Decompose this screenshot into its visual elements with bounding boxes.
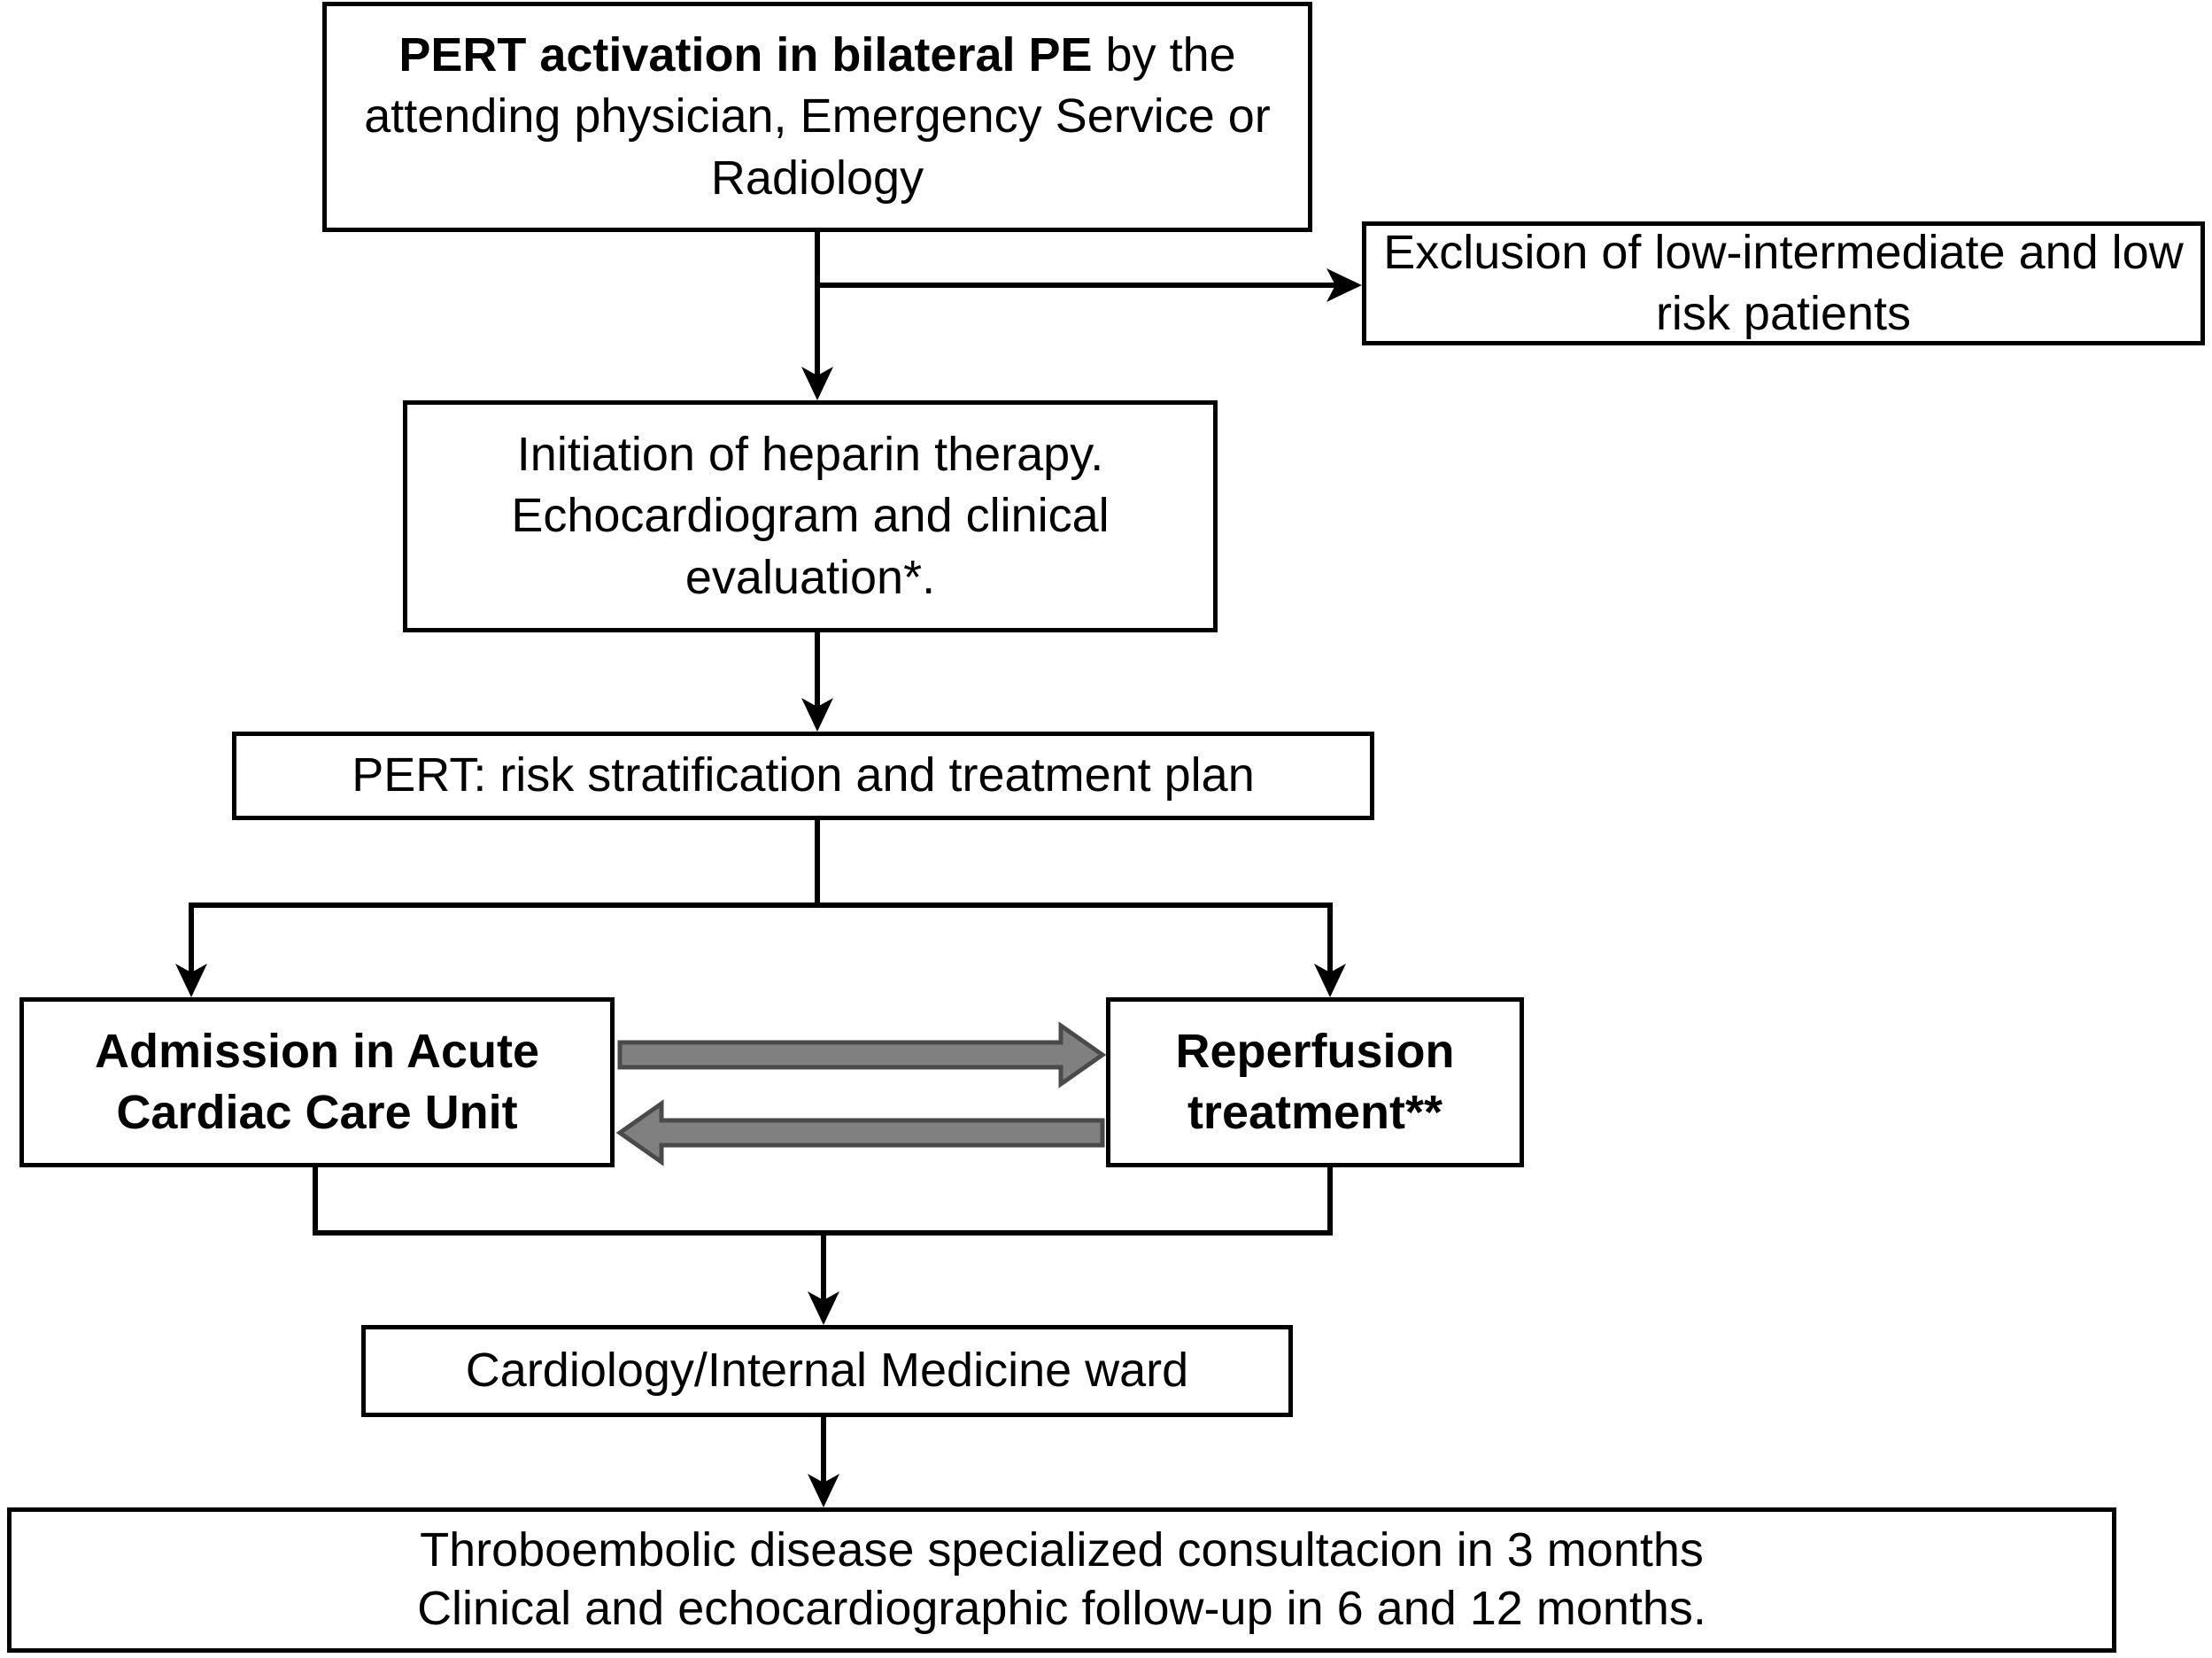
node-acute-cardiac-care-unit[interactable]: Admission in Acute Cardiac Care Unit: [19, 997, 615, 1167]
connector-accu-to-reperfusion-gray-arrow: [617, 1021, 1107, 1089]
connector-heparin-to-risk: [801, 632, 833, 732]
node-ward-text: Cardiology/Internal Medicine ward: [465, 1344, 1189, 1398]
node-reperfusion-treatment-text: Reperfusion treatment**: [1175, 1024, 1455, 1139]
node-reperfusion-treatment[interactable]: Reperfusion treatment**: [1106, 997, 1524, 1167]
node-exclusion-low-intermediate-risk[interactable]: Exclusion of low-intermediate and low ri…: [1362, 221, 2205, 345]
connector-pert-to-exclusion: [817, 268, 1362, 302]
connector-reperfusion-to-accu-gray-arrow: [615, 1099, 1105, 1166]
node-risk-stratification[interactable]: PERT: risk stratification and treatment …: [232, 732, 1374, 820]
node-followup-consultation[interactable]: Throboembolic disease specialized consul…: [7, 1507, 2116, 1653]
connector-pert-to-heparin: [801, 232, 833, 400]
node-acute-cardiac-care-unit-text: Admission in Acute Cardiac Care Unit: [94, 1024, 540, 1139]
node-pert-activation[interactable]: PERT activation in bilateral PE by the a…: [322, 2, 1312, 232]
node-followup-text: Throboembolic disease specialized consul…: [417, 1523, 1706, 1635]
connector-merge-to-ward: [313, 1167, 1333, 1325]
node-cardiology-internal-medicine-ward[interactable]: Cardiology/Internal Medicine ward: [361, 1325, 1293, 1417]
node-exclusion-text: Exclusion of low-intermediate and low ri…: [1383, 225, 2184, 340]
node-pert-activation-rest: by the attending physician, Emergency Se…: [364, 28, 1271, 205]
node-heparin-text: Initiation of heparin therapy. Echocardi…: [511, 428, 1110, 604]
connector-risk-to-branches: [175, 820, 1346, 997]
node-risk-stratification-text: PERT: risk stratification and treatment …: [352, 748, 1255, 802]
node-pert-activation-bold: PERT activation in bilateral PE: [398, 28, 1093, 82]
connector-ward-to-followup: [808, 1417, 839, 1507]
node-heparin-initiation[interactable]: Initiation of heparin therapy. Echocardi…: [403, 400, 1218, 632]
node-pert-activation-text: PERT activation in bilateral PE by the a…: [327, 25, 1308, 208]
